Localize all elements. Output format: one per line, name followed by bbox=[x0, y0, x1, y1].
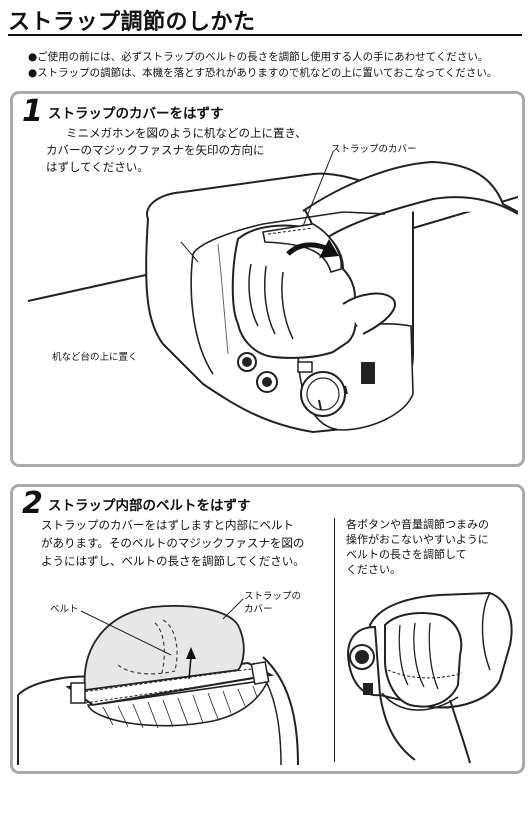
step2-instruction-line3: ようにはずし、ベルトの長さを調節してください。 bbox=[41, 554, 305, 568]
intro-note-2: ●ストラップの調節は、本機を落とす恐れがありますので机などの上に置いておこなって… bbox=[28, 67, 498, 79]
intro-note-1: ●ご使用の前には、必ずストラップのベルトの長さを調節し使用する人の手にあわせてく… bbox=[28, 51, 489, 63]
step2-side-line1: 各ボタンや音量調節つまみの bbox=[346, 518, 489, 531]
step2-side-line2: 操作がおこないやすいように bbox=[346, 533, 489, 546]
step2-heading: ストラップ内部のベルトをはずす bbox=[48, 498, 251, 514]
step2-label-cover-line1: ストラップの bbox=[244, 591, 302, 602]
step2-side-line3: ベルトの長さを調節して bbox=[346, 548, 467, 561]
step1-instruction-line2: カバーのマジックファスナを矢印の方向に bbox=[46, 143, 265, 157]
title-rule bbox=[8, 34, 522, 36]
step2-left-illustration bbox=[17, 598, 299, 765]
step1-label-desk: 机など台の上に置く bbox=[52, 352, 138, 363]
step2-label-belt: ベルト bbox=[50, 604, 79, 615]
step2-instruction-line1: ストラップのカバーをはずしますと内部にベルト bbox=[41, 518, 294, 532]
step1-instruction-line1: ミニメガホンを図のように机などの上に置き、 bbox=[66, 126, 307, 140]
step2-instruction-line2: があります。そのベルトのマジックファスナを図の bbox=[41, 536, 305, 550]
step2-side-line4: ください。 bbox=[346, 563, 401, 576]
step1-heading: ストラップのカバーをはずす bbox=[48, 106, 224, 122]
step1-instruction-line3: はずしてください。 bbox=[46, 160, 149, 174]
step1-illustration bbox=[27, 151, 518, 434]
step2-label-cover-line2: カバー bbox=[244, 604, 273, 615]
page-title: ストラップ調節のしかた bbox=[8, 10, 256, 35]
step1-number: 1 bbox=[22, 94, 43, 129]
step2-right-illustration bbox=[346, 591, 513, 764]
step2-number: 2 bbox=[22, 486, 43, 521]
step1-label-strap-cover: ストラップのカバー bbox=[331, 144, 417, 155]
step2-divider bbox=[334, 518, 335, 762]
